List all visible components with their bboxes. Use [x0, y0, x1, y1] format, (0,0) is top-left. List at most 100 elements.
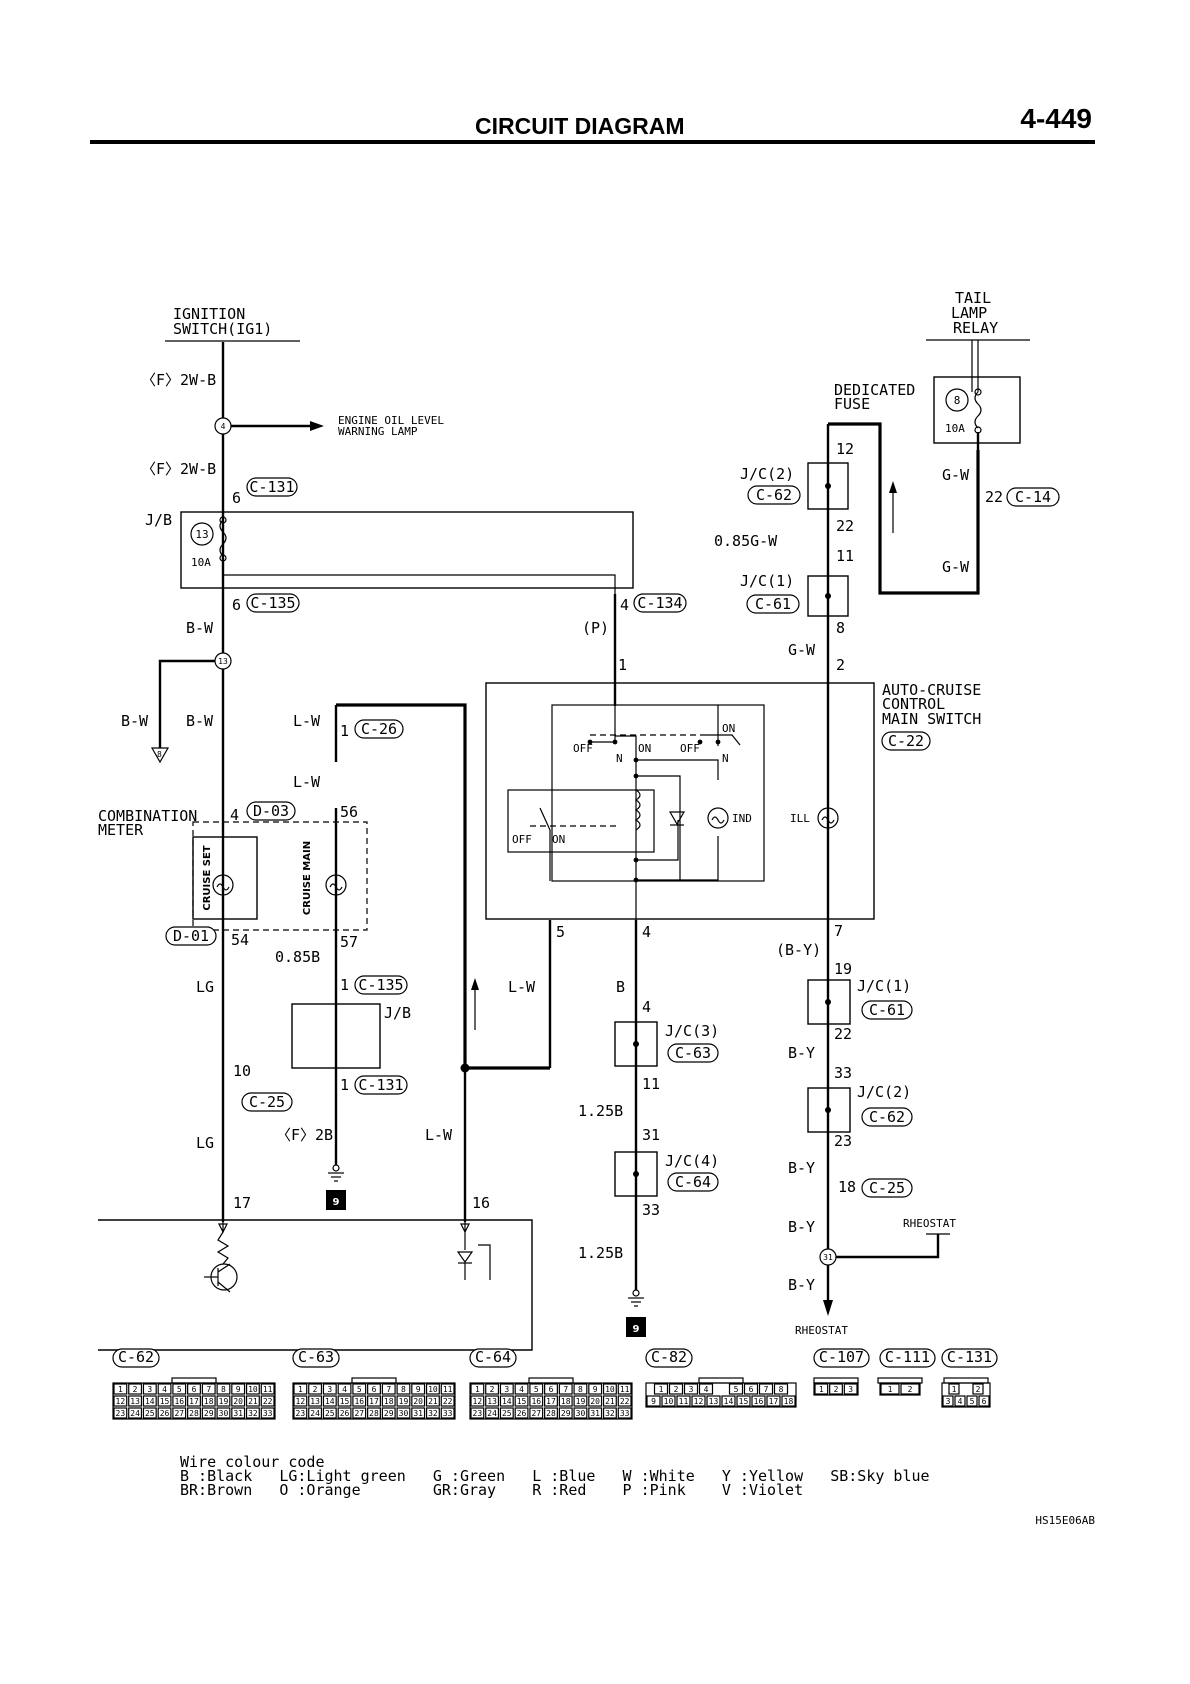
connector-pin: 32: [428, 1409, 438, 1418]
connector-pin: 2: [834, 1385, 839, 1394]
connector-pin: 25: [325, 1409, 335, 1418]
label-c61-top: C-61: [755, 595, 791, 613]
switch-contact-2: [612, 739, 618, 745]
legend-line-1: B :Black LG:Light green G :Green L :Blue…: [180, 1467, 930, 1485]
connector-id-label: C-64: [475, 1348, 511, 1366]
main-switch-inner: [551, 704, 765, 882]
connector-pin: 5: [177, 1385, 182, 1394]
label-tail-2: LAMP: [951, 304, 987, 322]
connector-id-label: C-131: [947, 1348, 992, 1366]
connector-pin: 3: [946, 1397, 951, 1406]
connector-pin: 2: [908, 1385, 913, 1394]
switch-node-4: [633, 877, 639, 883]
connector-pin: 23: [473, 1409, 483, 1418]
connector-pin: 5: [534, 1385, 539, 1394]
connector-pin: 31: [233, 1409, 243, 1418]
connector-pin: 7: [386, 1385, 391, 1394]
label-jc1-top: J/C(1): [740, 572, 794, 590]
connector-pin: 22: [620, 1397, 630, 1406]
connector-pin: 11: [263, 1385, 273, 1394]
connector-pin: 1: [659, 1385, 664, 1394]
jc3-box: [614, 1021, 658, 1067]
label-bw-2: B-W: [121, 712, 149, 730]
cruise-set-box: [192, 836, 258, 920]
label-w125b-1: 1.25B: [578, 1102, 623, 1120]
label-c22: C-22: [888, 732, 924, 750]
connector-pin: 32: [248, 1409, 258, 1418]
label-by-4: B-Y: [788, 1218, 815, 1236]
label-ded-2: FUSE: [834, 395, 870, 413]
connector-pin: 13: [130, 1397, 140, 1406]
connector-pin: 18: [784, 1397, 794, 1406]
connector-pin: 15: [517, 1397, 527, 1406]
label-jc2-bot: J/C(2): [857, 1083, 911, 1101]
jb-box: [180, 511, 634, 589]
connector-pin: 29: [204, 1409, 214, 1418]
connector-pin: 8: [221, 1385, 226, 1394]
label-pin19: 19: [834, 960, 852, 978]
label-f2b: 〈F〉2B: [276, 1126, 333, 1144]
label-eng-1: ENGINE OIL LEVEL: [338, 414, 444, 427]
connector-pin: 11: [679, 1397, 689, 1406]
label-by-5: B-Y: [788, 1276, 815, 1294]
connector-pin: 16: [531, 1397, 541, 1406]
label-gw-3: G-W: [788, 641, 816, 659]
label-pin11-b: 11: [642, 1075, 660, 1093]
connector-pin: 29: [384, 1409, 394, 1418]
connector-pin: 29: [561, 1409, 571, 1418]
label-pin6-c131: 6: [232, 489, 241, 507]
connector-pin: 2: [490, 1385, 495, 1394]
connector-pin: 9: [593, 1385, 598, 1394]
connector-pin: 24: [487, 1409, 497, 1418]
connector-pin: 4: [519, 1385, 524, 1394]
connector-id-label: C-107: [819, 1348, 864, 1366]
connector-pin: 24: [130, 1409, 140, 1418]
label-rheo-1: RHEOSTAT: [903, 1217, 956, 1230]
connector-pin: 9: [416, 1385, 421, 1394]
label-gw-1: G-W: [942, 466, 970, 484]
fuse-13-icon: [219, 519, 227, 557]
switch-wire-d: [614, 735, 637, 920]
connector-pin: 13: [310, 1397, 320, 1406]
label-jc2-top: J/C(2): [740, 465, 794, 483]
label-pin6-c135: 6: [232, 596, 241, 614]
connector-pin: 28: [369, 1409, 379, 1418]
connector-pin: 9: [236, 1385, 241, 1394]
ground-8-label: 8: [157, 750, 162, 759]
label-pin22-a: 22: [836, 517, 854, 535]
connector-pin: 1: [298, 1385, 303, 1394]
connector-pin: 23: [296, 1409, 306, 1418]
ill-filament: [821, 816, 835, 824]
connector-pin: 1: [952, 1385, 957, 1394]
label-c63: C-63: [675, 1044, 711, 1062]
connector-pin: 5: [970, 1397, 975, 1406]
connector-id-label: C-62: [118, 1348, 154, 1366]
jb-lower-box: [291, 1003, 381, 1069]
label-c25-b: C-25: [869, 1179, 905, 1197]
connector-pin: 2: [976, 1385, 981, 1394]
label-c64: C-64: [675, 1173, 711, 1191]
connector-pin: 6: [372, 1385, 377, 1394]
label-c14: C-14: [1015, 488, 1051, 506]
label-on-3: ON: [552, 833, 565, 846]
label-ignition-1: IGNITION: [173, 305, 245, 323]
connector-pin: 5: [357, 1385, 362, 1394]
connector-pin: 1: [475, 1385, 480, 1394]
label-by-3: B-Y: [788, 1159, 815, 1177]
connector-pin: 15: [340, 1397, 350, 1406]
connector-pin: 18: [561, 1397, 571, 1406]
ecu-box: [98, 1219, 533, 1351]
fuse-8-terminal-bottom: [974, 426, 982, 434]
fuse-13-terminal-top: [219, 516, 227, 524]
connector-pin: 10: [428, 1385, 438, 1394]
label-jc1-bot: J/C(1): [857, 977, 911, 995]
label-comb-1: COMBINATION: [98, 807, 197, 825]
label-pin4-c: 4: [642, 998, 651, 1016]
connector-pin: 33: [263, 1409, 273, 1418]
connector-pin: 27: [531, 1409, 541, 1418]
jc2-bottom-dot: [825, 1107, 831, 1113]
label-off-3: OFF: [512, 833, 532, 846]
